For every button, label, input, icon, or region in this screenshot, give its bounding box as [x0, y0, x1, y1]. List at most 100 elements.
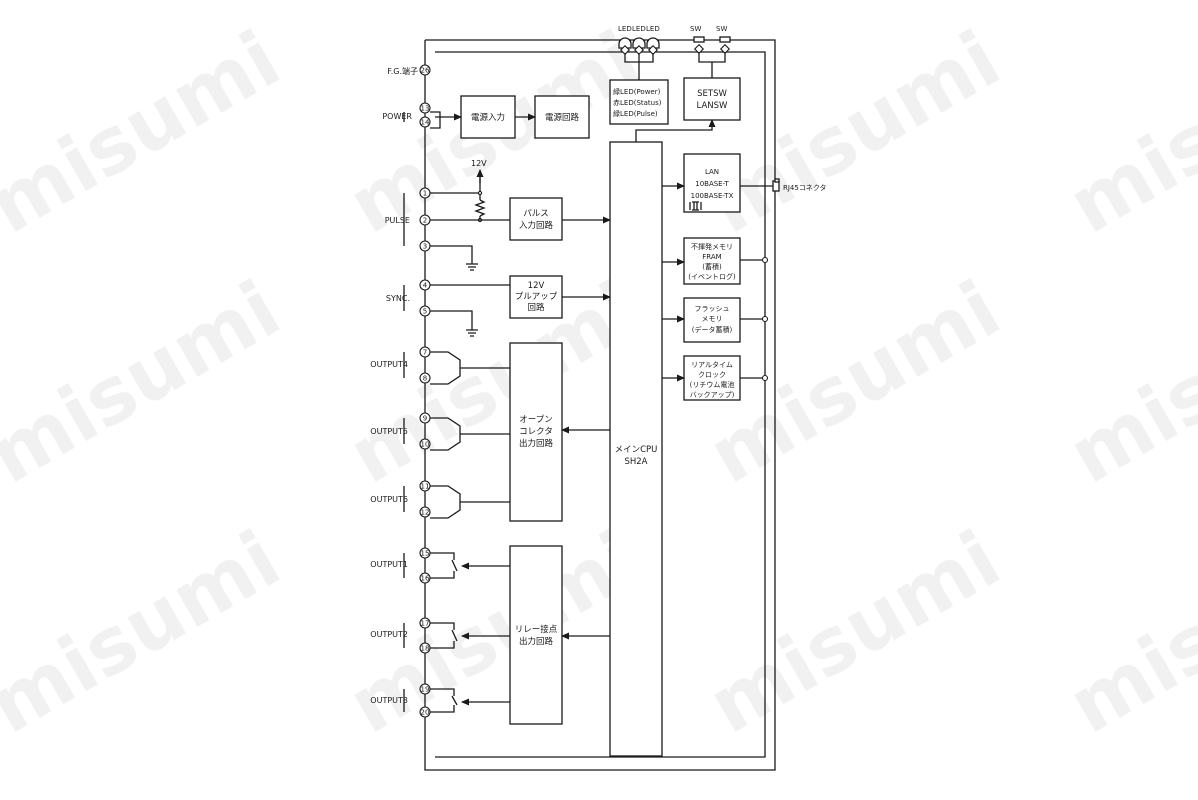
- svg-text:10: 10: [421, 441, 430, 449]
- svg-text:misumi: misumi: [1055, 15, 1198, 252]
- svg-text:12V: 12V: [528, 281, 545, 291]
- svg-text:パルス: パルス: [523, 209, 549, 219]
- svg-text:バックアップ): バックアップ): [690, 391, 735, 399]
- svg-text:19: 19: [421, 686, 430, 694]
- svg-text:18: 18: [421, 645, 430, 653]
- svg-text:LED: LED: [632, 25, 646, 33]
- svg-text:100BASE-TX: 100BASE-TX: [691, 192, 734, 200]
- rj45-connector: RJ45コネクタ: [772, 178, 827, 192]
- transformer-icon: [689, 201, 702, 211]
- svg-text:赤LED(Status): 赤LED(Status): [613, 99, 662, 107]
- svg-text:クロック: クロック: [698, 371, 726, 379]
- svg-text:OUTPUT4: OUTPUT4: [370, 360, 408, 369]
- flash-memory-block: フラッシュ メモリ (データ蓄積): [683, 297, 741, 343]
- svg-text:OUTPUT6: OUTPUT6: [370, 495, 408, 504]
- pullup-block: 12V プルアップ 回路: [509, 275, 563, 319]
- svg-text:SH2A: SH2A: [624, 457, 647, 467]
- switch-indicators: SW SW: [690, 25, 731, 78]
- svg-text:5: 5: [423, 308, 427, 316]
- svg-text:misumi: misumi: [695, 265, 1015, 502]
- fram-block: 不揮発メモリ FRAM (蓄積) (イベントログ): [683, 237, 741, 285]
- transistor-output4: [430, 351, 510, 385]
- svg-text:電源回路: 電源回路: [545, 112, 580, 123]
- svg-text:FRAM: FRAM: [702, 253, 721, 261]
- svg-text:16: 16: [421, 575, 430, 583]
- svg-text:OUTPUT3: OUTPUT3: [370, 696, 408, 705]
- svg-text:オープン: オープン: [519, 415, 553, 425]
- svg-text:POWER: POWER: [382, 112, 412, 121]
- svg-text:F.G.端子: F.G.端子: [387, 66, 418, 76]
- svg-text:10BASE-T: 10BASE-T: [695, 180, 729, 188]
- svg-text:緑LED(Pulse): 緑LED(Pulse): [613, 109, 658, 118]
- svg-text:SW: SW: [716, 25, 727, 33]
- transistor-output5: [430, 417, 510, 451]
- svg-text:リレー接点: リレー接点: [515, 624, 558, 635]
- rtc-block: リアルタイム クロック (リチウム電池 バックアップ): [683, 355, 741, 401]
- transistor-output6: [430, 485, 510, 519]
- svg-text:フラッシュ: フラッシュ: [695, 305, 730, 313]
- watermark: misumi misumi misumi misumi misumi misum…: [0, 15, 1198, 752]
- svg-text:OUTPUT1: OUTPUT1: [370, 560, 408, 569]
- svg-text:(イベントログ): (イベントログ): [688, 272, 736, 281]
- svg-text:misumi: misumi: [695, 515, 1015, 752]
- relay-output-block: リレー接点 出力回路: [509, 545, 563, 725]
- svg-text:20: 20: [421, 709, 430, 717]
- svg-text:LED: LED: [646, 25, 660, 33]
- svg-text:LED: LED: [618, 25, 632, 33]
- svg-text:(リチウム電池: (リチウム電池: [690, 380, 735, 389]
- signal-labels: F.G.端子 POWER PULSE SYNC. OUTPUT4 OUTPUT5…: [370, 66, 487, 705]
- svg-text:入力回路: 入力回路: [519, 220, 554, 231]
- svg-text:misumi: misumi: [0, 15, 295, 252]
- led-indicators: LED LED LED: [618, 25, 660, 80]
- lan-block: LAN 10BASE-T 100BASE-TX: [683, 153, 741, 213]
- svg-text:リアルタイム: リアルタイム: [691, 360, 733, 369]
- left-wiring: [430, 111, 611, 640]
- svg-text:SYNC.: SYNC.: [386, 294, 410, 303]
- svg-text:緑LED(Power): 緑LED(Power): [613, 87, 661, 96]
- svg-text:出力回路: 出力回路: [519, 636, 554, 647]
- svg-text:電源入力: 電源入力: [471, 112, 505, 123]
- svg-text:SETSW: SETSW: [697, 89, 727, 99]
- svg-text:misumi: misumi: [0, 515, 295, 752]
- svg-text:SW: SW: [690, 25, 701, 33]
- svg-text:2: 2: [423, 217, 427, 225]
- svg-text:misumi: misumi: [1055, 265, 1198, 502]
- svg-text:1: 1: [423, 190, 427, 198]
- terminal-pins: 26 13 14 1 2 3 4 5 7 8 9 10 11 12 15 16 …: [419, 64, 431, 718]
- relay-contact-output1: [430, 552, 510, 579]
- right-connections: [635, 119, 775, 382]
- svg-text:12V: 12V: [471, 159, 487, 168]
- svg-text:LANSW: LANSW: [697, 101, 728, 111]
- open-collector-block: オープン コレクタ 出力回路: [509, 342, 563, 522]
- svg-text:不揮発メモリ: 不揮発メモリ: [691, 242, 733, 251]
- svg-text:misumi: misumi: [0, 265, 295, 502]
- svg-text:OUTPUT5: OUTPUT5: [370, 427, 408, 436]
- svg-text:3: 3: [423, 243, 427, 251]
- svg-text:OUTPUT2: OUTPUT2: [370, 630, 408, 639]
- svg-text:misumi: misumi: [1055, 515, 1198, 752]
- power-circuit-block: 電源回路: [534, 95, 590, 139]
- relay-contact-output3: [430, 688, 510, 713]
- relay-contact-output2: [430, 622, 510, 649]
- svg-text:15: 15: [421, 550, 430, 558]
- svg-text:14: 14: [421, 119, 430, 127]
- svg-text:4: 4: [423, 282, 428, 290]
- svg-text:メモリ: メモリ: [702, 315, 723, 323]
- svg-text:11: 11: [421, 483, 430, 491]
- svg-text:(データ蓄積): (データ蓄積): [692, 325, 733, 334]
- svg-text:misumi: misumi: [335, 265, 655, 502]
- svg-text:13: 13: [421, 105, 430, 113]
- svg-text:(蓄積): (蓄積): [702, 262, 722, 271]
- led-block: 緑LED(Power) 赤LED(Status) 緑LED(Pulse): [609, 79, 669, 125]
- svg-text:プルアップ: プルアップ: [515, 292, 558, 302]
- svg-text:17: 17: [421, 620, 430, 628]
- svg-text:7: 7: [423, 349, 427, 357]
- switch-block: SETSW LANSW: [683, 77, 741, 121]
- svg-text:出力回路: 出力回路: [519, 438, 554, 449]
- pulse-input-block: パルス 入力回路: [509, 197, 563, 241]
- svg-text:8: 8: [423, 375, 427, 383]
- svg-text:12: 12: [421, 509, 430, 517]
- svg-text:コレクタ: コレクタ: [519, 427, 553, 437]
- svg-text:misumi: misumi: [695, 15, 1015, 252]
- svg-text:9: 9: [423, 415, 427, 423]
